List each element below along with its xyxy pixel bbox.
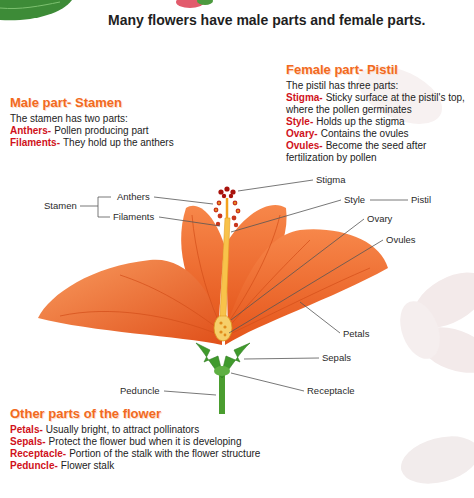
petal: [38, 260, 222, 345]
text-row: Female part- Pistil: [286, 62, 470, 78]
watermark-petal: [396, 428, 474, 491]
section-heading: Female part- Pistil: [286, 62, 398, 77]
text-row: Peduncle-Flower stalk: [10, 460, 450, 472]
part-label: Stamen: [44, 200, 77, 211]
text-row: Other parts of the flower: [10, 406, 450, 422]
text-column: Other parts of the flowerPetals-Usually …: [10, 406, 450, 472]
term-name: Ovules-: [286, 140, 323, 151]
ovary: [214, 315, 232, 341]
hibiscus: [38, 186, 388, 414]
leaf-bit: [197, 0, 213, 5]
part-label: Ovules: [386, 234, 416, 245]
leaf: [0, 0, 72, 20]
term-description: Holds up the stigma: [316, 116, 404, 127]
style: [226, 198, 229, 218]
petal: [225, 229, 388, 345]
intro-text: The pistil has three parts:: [286, 80, 398, 91]
part-label: Sepals: [322, 352, 351, 363]
term-name: Filaments-: [10, 137, 60, 148]
stigma-lobes: [218, 186, 235, 198]
text-row: Receptacle-Portion of the stalk with the…: [10, 448, 450, 460]
text-row: Sepals-Protect the flower bud when it is…: [10, 436, 450, 448]
part-label: Anthers: [117, 191, 150, 202]
text-row: The stamen has two parts:: [10, 113, 230, 125]
section-heading: Other parts of the flower: [10, 406, 161, 421]
term-description: Portion of the stalk with the flower str…: [69, 448, 260, 459]
leaf-vein: [0, 2, 60, 9]
term-name: Peduncle-: [10, 460, 58, 471]
receptacle: [214, 366, 230, 376]
part-label: Peduncle: [120, 385, 160, 396]
term-description: Contains the ovules: [321, 128, 409, 139]
term-name: Style-: [286, 116, 313, 127]
term-description: Pollen producing part: [54, 125, 149, 136]
sepals: [196, 343, 250, 378]
ovules: [219, 321, 226, 336]
term-description: Usually bright, to attract pollinators: [46, 424, 199, 435]
text-row: The pistil has three parts:: [286, 80, 470, 92]
text-row: Stigma-Sticky surface at the pistil's to…: [286, 92, 470, 116]
text-row: Male part- Stamen: [10, 95, 230, 111]
text-row: Style-Holds up the stigma: [286, 116, 470, 128]
term-name: Receptacle-: [10, 448, 66, 459]
text-row: Anthers-Pollen producing part: [10, 125, 230, 137]
part-label: Ovary: [367, 213, 392, 224]
text-row: Ovary-Contains the ovules: [286, 128, 470, 140]
intro-text: The stamen has two parts:: [10, 113, 128, 124]
part-label: Filaments: [113, 211, 154, 222]
term-name: Petals-: [10, 424, 43, 435]
text-column: Female part- PistilThe pistil has three …: [286, 62, 470, 164]
watermark-petal: [393, 296, 447, 365]
page-title: Many flowers have male parts and female …: [108, 12, 470, 28]
part-label: Receptacle: [307, 385, 355, 396]
text-row: Petals-Usually bright, to attract pollin…: [10, 424, 450, 436]
term-name: Anthers-: [10, 125, 51, 136]
term-name: Sepals-: [10, 436, 46, 447]
term-description: They hold up the anthers: [63, 137, 174, 148]
part-label: Petals: [343, 328, 369, 339]
part-label: Style: [344, 194, 365, 205]
text-column: Male part- StamenThe stamen has two part…: [10, 95, 230, 149]
term-name: Stigma-: [286, 92, 323, 103]
term-description: Flower stalk: [61, 460, 114, 471]
term-description: Protect the flower bud when it is develo…: [49, 436, 242, 447]
petal-veins: [60, 215, 370, 335]
part-label: Stigma: [316, 174, 346, 185]
leader-lines: [80, 180, 408, 395]
section-heading: Male part- Stamen: [10, 95, 122, 110]
text-row: Ovules-Become the seed after fertilizati…: [286, 140, 470, 164]
staminal-column: [220, 218, 230, 316]
term-name: Ovary-: [286, 128, 318, 139]
text-row: Filaments-They hold up the anthers: [10, 137, 230, 149]
part-label: Pistil: [411, 194, 431, 205]
